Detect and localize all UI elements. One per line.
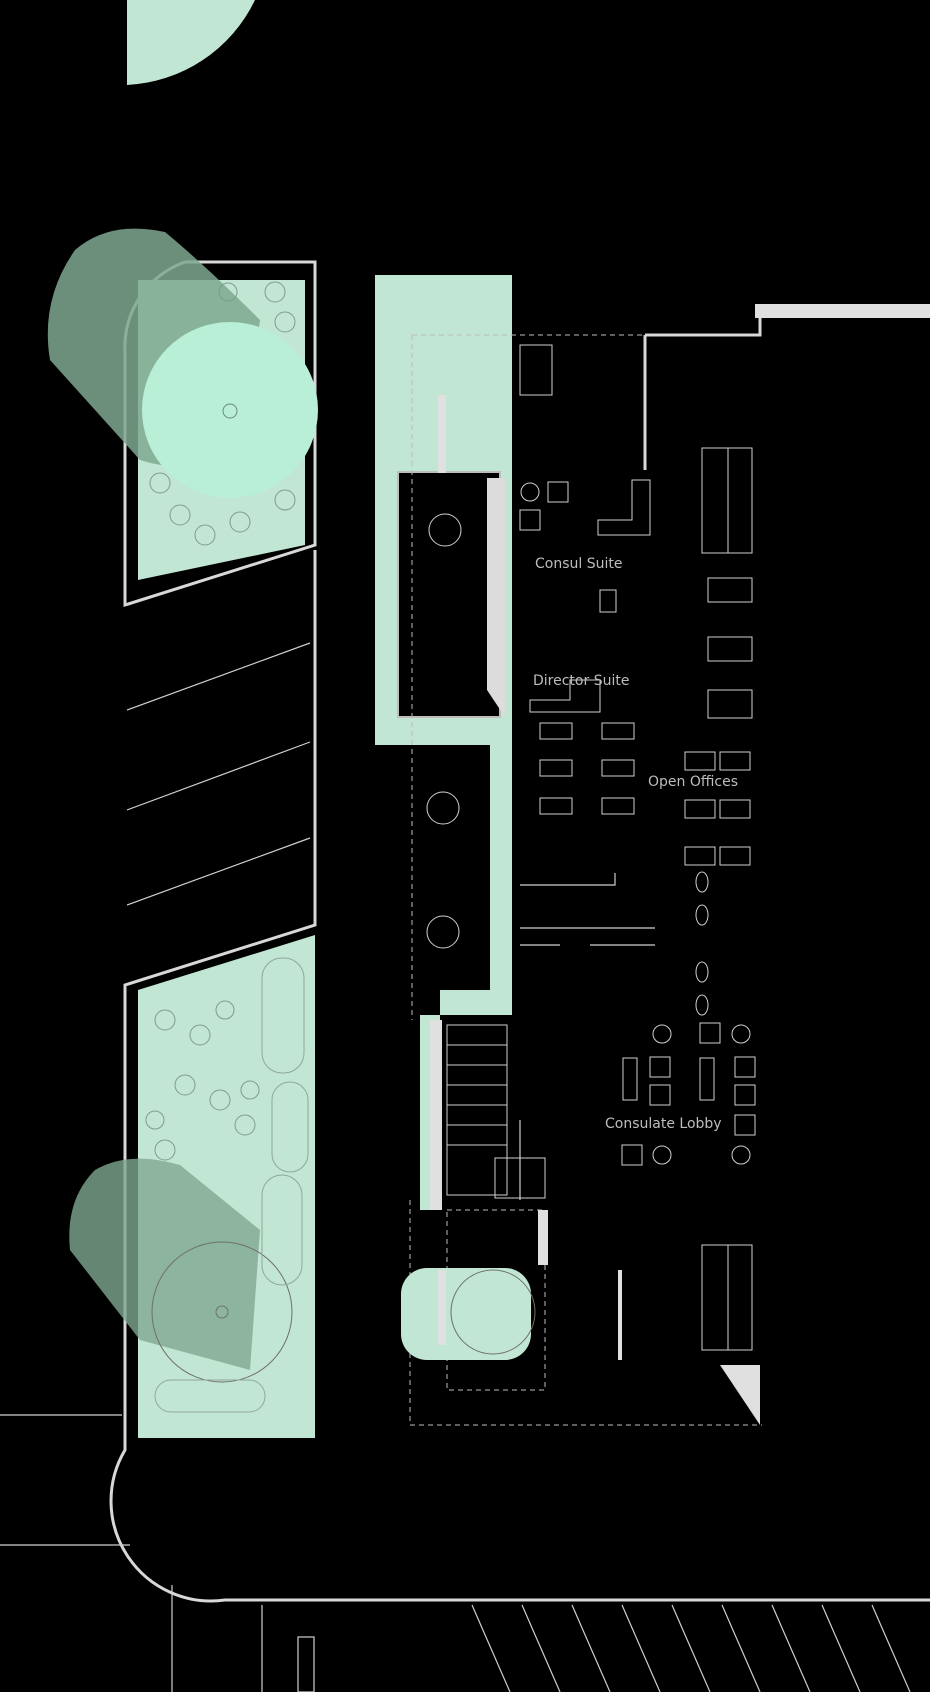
shrubs [145,281,296,1161]
crosswalk [471,1604,911,1692]
parking-stripes [126,642,311,906]
tree-trunk-lower [215,1305,229,1319]
tree-canopy-upper [142,322,318,498]
tree-shadow-lower [69,1158,261,1370]
tree-trunk-upper [222,403,238,419]
glass-wall [487,478,505,717]
consul-suite-label: Consul Suite [535,556,623,572]
round-tables [426,513,462,949]
lower-courtyard [410,745,490,990]
courtyard [397,471,501,718]
curb-middle [109,550,930,1603]
street-lines [0,1414,315,1692]
corner-planter [127,0,255,85]
stair-wall [430,1020,442,1210]
director-suite-label: Director Suite [533,673,630,689]
hedges [154,957,309,1413]
entry-planter [401,1268,531,1360]
open-offices-label: Open Offices [648,774,739,790]
tree-canopy-lower [151,1241,293,1383]
desks [519,344,753,1016]
consulate-lobby-label: Consulate Lobby [605,1116,722,1132]
wall-right-top [755,304,930,318]
lobby-seating [621,1022,756,1166]
entry-tree [450,1269,536,1355]
partitions [519,873,655,1200]
stairs [446,447,753,1351]
doors [438,395,760,1425]
